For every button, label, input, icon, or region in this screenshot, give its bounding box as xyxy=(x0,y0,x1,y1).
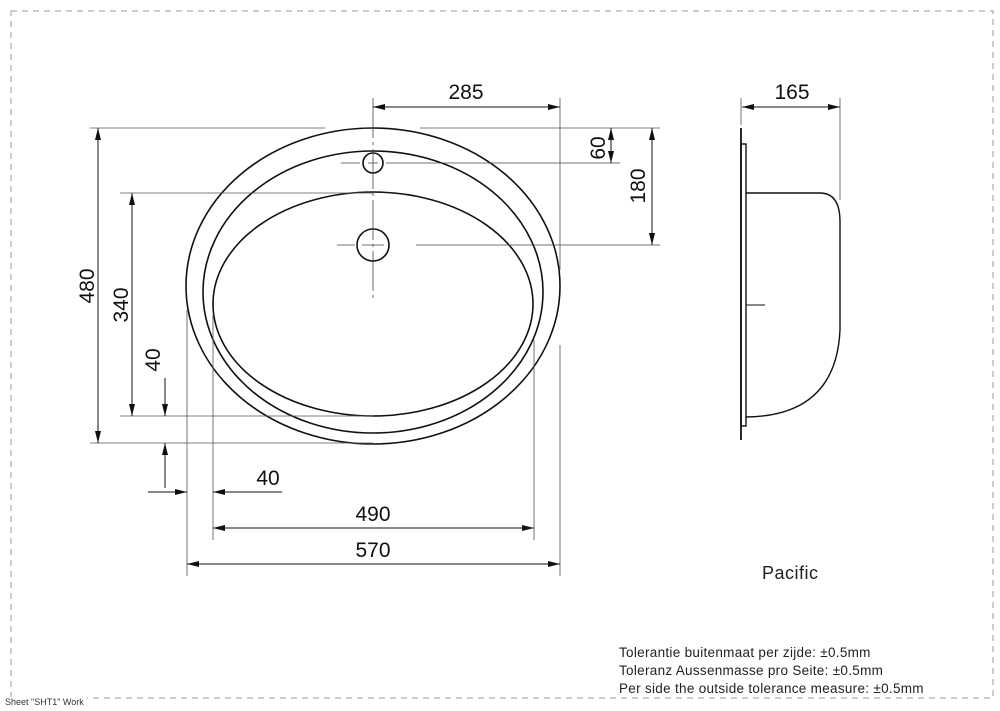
sink-side-view xyxy=(740,128,841,440)
sheet-frame xyxy=(10,10,994,699)
dim-165: 165 xyxy=(774,81,809,104)
dim-480: 480 xyxy=(76,268,99,303)
center-lines xyxy=(337,98,660,300)
tolerance-german: Toleranz Aussenmasse pro Seite: ±0.5mm xyxy=(619,663,884,678)
dim-570: 570 xyxy=(355,539,390,562)
sheet-label: Sheet "SHT1" Work xyxy=(5,697,87,707)
dim-340: 340 xyxy=(110,287,133,322)
dim-285: 285 xyxy=(448,81,483,104)
dimension-lines xyxy=(95,104,840,567)
dim-180: 180 xyxy=(627,168,650,203)
dim-60: 60 xyxy=(587,136,610,159)
dim-490: 490 xyxy=(355,503,390,526)
model-name: Pacific xyxy=(762,563,819,583)
tolerance-english: Per side the outside tolerance measure: … xyxy=(619,681,924,696)
tolerance-dutch: Tolerantie buitenmaat per zijde: ±0.5mm xyxy=(619,645,871,660)
dim-40-horizontal: 40 xyxy=(256,467,279,490)
dim-40-vertical: 40 xyxy=(142,348,165,371)
extension-lines xyxy=(90,98,841,576)
